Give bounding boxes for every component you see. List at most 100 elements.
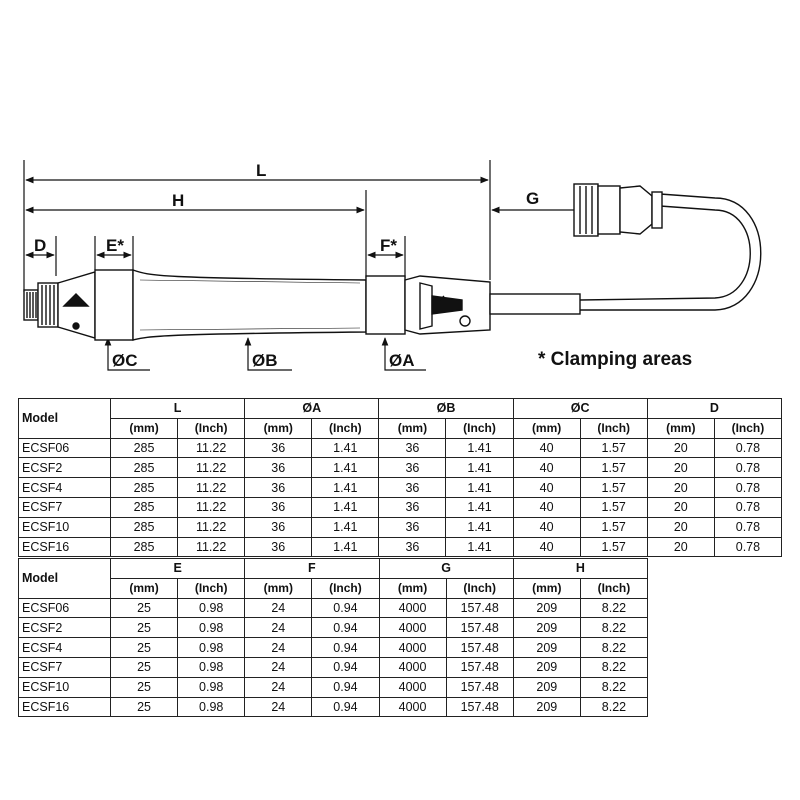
- value-cell: 209: [512, 676, 581, 698]
- group-header: ØA: [244, 398, 380, 419]
- value-cell: 4000: [378, 696, 447, 718]
- screwdriver-drawing: L H D E* F* G ØC ØB ØA: [23, 160, 762, 371]
- unit-header: (mm): [244, 417, 313, 439]
- value-cell: 1.41: [311, 477, 380, 498]
- value-cell: 1.41: [445, 536, 514, 558]
- value-cell: 40: [512, 516, 581, 538]
- label-H: H: [172, 191, 184, 210]
- value-cell: 1.57: [579, 536, 648, 558]
- group-header: D: [646, 398, 783, 419]
- value-cell: 36: [378, 536, 447, 558]
- value-cell: 36: [244, 516, 313, 538]
- unit-header: (mm): [512, 417, 581, 439]
- value-cell: 24: [244, 656, 313, 678]
- value-cell: 20: [646, 477, 715, 498]
- label-C: ØC: [112, 351, 138, 370]
- unit-header: (Inch): [445, 577, 514, 599]
- group-header: H: [512, 558, 649, 579]
- model-header: Model: [18, 398, 111, 439]
- model-cell: ECSF4: [18, 637, 111, 658]
- value-cell: 4000: [378, 597, 447, 619]
- value-cell: 157.48: [445, 656, 514, 678]
- value-cell: 1.57: [579, 496, 648, 518]
- value-cell: 11.22: [177, 437, 246, 459]
- value-cell: 25: [109, 617, 179, 639]
- value-cell: 36: [244, 457, 313, 479]
- value-cell: 25: [109, 656, 179, 678]
- model-cell: ECSF16: [18, 536, 111, 558]
- value-cell: 40: [512, 496, 581, 518]
- value-cell: 0.94: [311, 617, 380, 639]
- value-cell: 36: [244, 536, 313, 558]
- value-cell: 8.22: [579, 676, 649, 698]
- unit-header: (mm): [378, 417, 447, 439]
- value-cell: 209: [512, 656, 581, 678]
- value-cell: 40: [512, 437, 581, 459]
- connector: [573, 183, 663, 237]
- value-cell: 36: [378, 437, 447, 459]
- value-cell: 24: [244, 637, 313, 658]
- unit-header: (Inch): [579, 577, 649, 599]
- value-cell: 1.41: [311, 437, 380, 459]
- cable: [579, 193, 762, 311]
- value-cell: 209: [512, 597, 581, 619]
- model-cell: ECSF7: [18, 656, 111, 678]
- value-cell: 8.22: [579, 656, 649, 678]
- unit-header: (mm): [109, 577, 179, 599]
- model-header: Model: [18, 558, 111, 599]
- value-cell: 20: [646, 437, 715, 459]
- value-cell: 0.98: [177, 597, 246, 619]
- model-cell: ECSF7: [18, 496, 111, 518]
- model-cell: ECSF10: [18, 676, 111, 698]
- value-cell: 8.22: [579, 637, 649, 658]
- value-cell: 36: [378, 516, 447, 538]
- value-cell: 0.94: [311, 597, 380, 619]
- value-cell: 8.22: [579, 617, 649, 639]
- group-header: L: [109, 398, 246, 419]
- value-cell: 25: [109, 597, 179, 619]
- value-cell: 40: [512, 457, 581, 479]
- value-cell: 0.98: [177, 637, 246, 658]
- unit-header: (Inch): [445, 417, 514, 439]
- value-cell: 24: [244, 696, 313, 718]
- value-cell: 1.41: [445, 496, 514, 518]
- value-cell: 0.98: [177, 656, 246, 678]
- dimensions-table-2: Model E F G H (mm)(Inch)(mm)(Inch)(mm)(I…: [18, 558, 649, 718]
- value-cell: 20: [646, 536, 715, 558]
- value-cell: 8.22: [579, 696, 649, 718]
- value-cell: 157.48: [445, 597, 514, 619]
- unit-header: (mm): [109, 417, 179, 439]
- label-A: ØA: [389, 351, 415, 370]
- value-cell: 209: [512, 617, 581, 639]
- value-cell: 4000: [378, 656, 447, 678]
- model-cell: ECSF06: [18, 437, 111, 459]
- value-cell: 1.57: [579, 477, 648, 498]
- value-cell: 20: [646, 516, 715, 538]
- value-cell: 20: [646, 496, 715, 518]
- value-cell: 157.48: [445, 676, 514, 698]
- value-cell: 40: [512, 536, 581, 558]
- value-cell: 1.41: [445, 477, 514, 498]
- value-cell: 4000: [378, 637, 447, 658]
- unit-header: (Inch): [177, 577, 246, 599]
- group-header: E: [109, 558, 246, 579]
- unit-header: (Inch): [579, 417, 648, 439]
- label-E: E*: [106, 236, 124, 255]
- model-cell: ECSF2: [18, 457, 111, 479]
- value-cell: 285: [109, 477, 179, 498]
- value-cell: 0.94: [311, 676, 380, 698]
- value-cell: 24: [244, 617, 313, 639]
- label-G: G: [526, 189, 539, 208]
- value-cell: 0.94: [311, 696, 380, 718]
- value-cell: 8.22: [579, 597, 649, 619]
- value-cell: 209: [512, 637, 581, 658]
- label-L: L: [256, 161, 266, 180]
